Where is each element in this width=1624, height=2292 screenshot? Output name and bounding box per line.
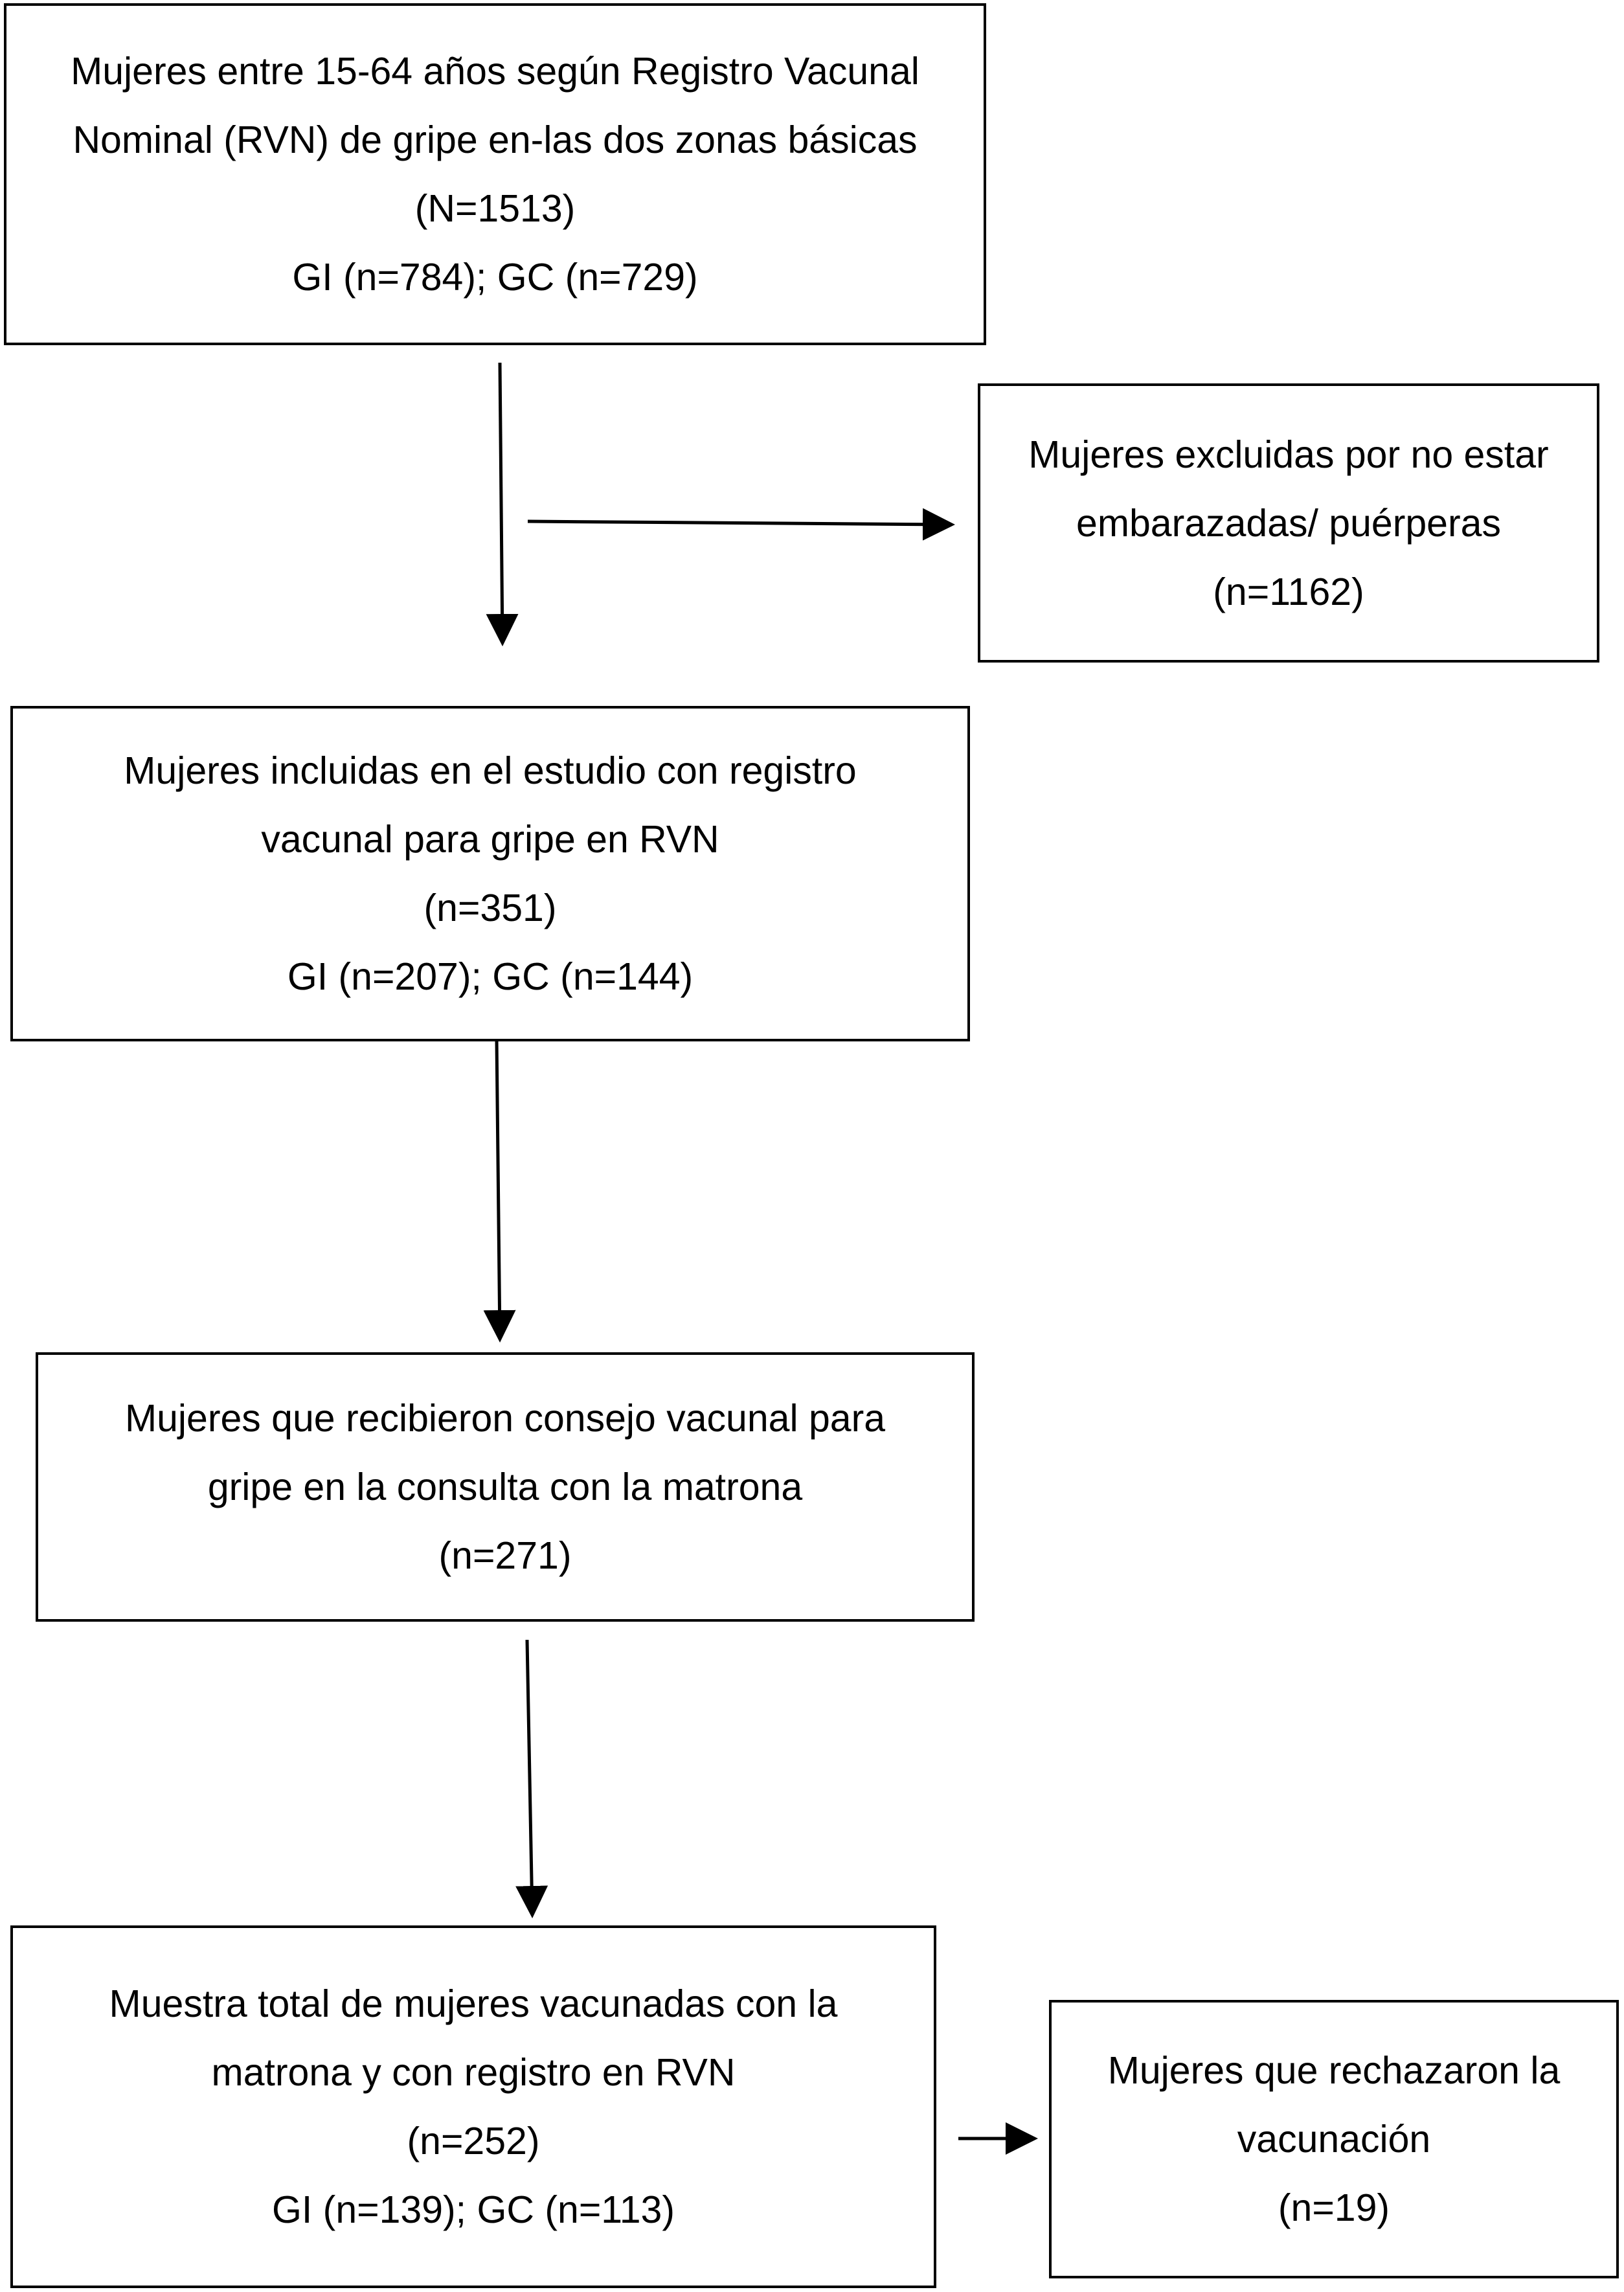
- box-advice-line-2: gripe en la consulta con la matrona: [207, 1466, 803, 1508]
- box-sample-line-4: GI (n=139); GC (n=113): [272, 2188, 675, 2231]
- arrow-included-to-advice: [483, 1039, 516, 1343]
- box-included-women: Mujeres incluidas en el estudio con regi…: [10, 706, 970, 1041]
- box-excluded-line-1: Mujeres excluidas por no estar: [1028, 433, 1549, 476]
- box-vaccinated-sample: Muestra total de mujeres vacunadas con l…: [10, 1925, 936, 2288]
- box-total-line-1: Mujeres entre 15-64 años según Registro …: [71, 50, 919, 93]
- box-total-line-2: Nominal (RVN) de gripe en-las dos zonas …: [73, 119, 918, 161]
- box-rejected-line-3: (n=19): [1278, 2186, 1390, 2229]
- box-excluded-line-2: embarazadas/ puérperas: [1076, 501, 1501, 545]
- box-total-line-3: (N=1513): [414, 187, 576, 230]
- box-advice-women: Mujeres que recibieron consejo vacunal p…: [36, 1352, 975, 1622]
- box-included-line-2: vacunal para gripe en RVN: [261, 818, 719, 861]
- box-sample-line-3: (n=252): [407, 2120, 540, 2162]
- box-rejected-women: Mujeres que rechazaron la vacunación (n=…: [1049, 2000, 1619, 2278]
- box-included-line-1: Mujeres incluidas en el estudio con regi…: [124, 749, 857, 792]
- box-rejected-line-2: vacunación: [1237, 2118, 1431, 2161]
- box-total-women: Mujeres entre 15-64 años según Registro …: [4, 3, 986, 345]
- box-total-line-4: GI (n=784); GC (n=729): [292, 256, 698, 299]
- box-included-line-3: (n=351): [423, 887, 557, 929]
- arrow-total-to-included: [486, 362, 519, 646]
- box-sample-line-1: Muestra total de mujeres vacunadas con l…: [109, 1982, 838, 2025]
- box-excluded-line-3: (n=1162): [1213, 570, 1364, 613]
- box-rejected-line-1: Mujeres que rechazaron la: [1107, 2049, 1561, 2092]
- box-excluded-women: Mujeres excluidas por no estar embarazad…: [978, 383, 1599, 663]
- box-sample-line-2: matrona y con registro en RVN: [211, 2051, 736, 2094]
- arrow-to-excluded: [527, 508, 955, 541]
- box-advice-line-1: Mujeres que recibieron consejo vacunal p…: [124, 1397, 886, 1440]
- arrow-advice-to-sample: [515, 1639, 548, 1918]
- box-included-line-4: GI (n=207); GC (n=144): [287, 955, 694, 998]
- box-advice-line-3: (n=271): [438, 1534, 572, 1577]
